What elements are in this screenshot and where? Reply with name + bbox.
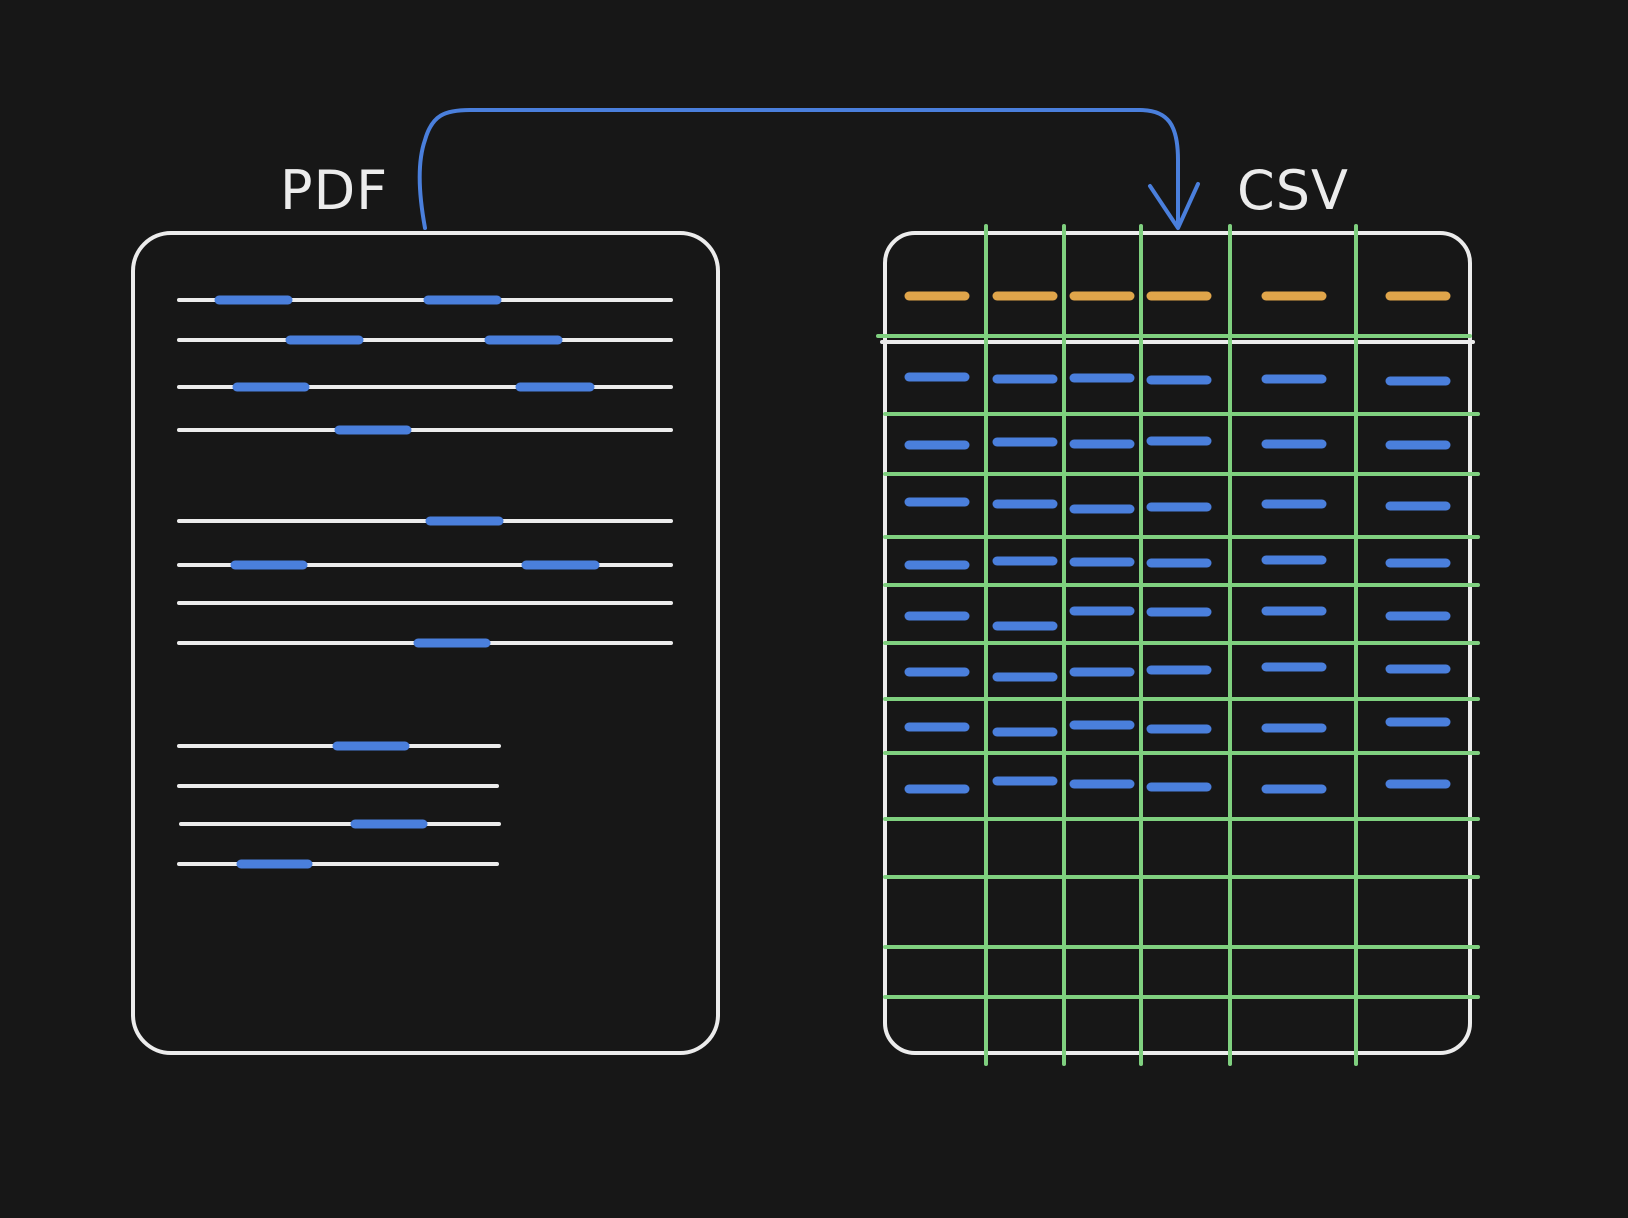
csv-grid [876,224,1480,1066]
csv-table-icon [876,224,1480,1066]
conversion-arrow-icon [417,108,1200,230]
csv-cells [904,291,1451,794]
pdf-label: PDF [280,159,388,222]
pdf-page-outline [131,231,720,1055]
pdf-document-icon [131,231,720,1055]
pdf-text-lines [177,295,673,869]
csv-label: CSV [1237,159,1349,222]
